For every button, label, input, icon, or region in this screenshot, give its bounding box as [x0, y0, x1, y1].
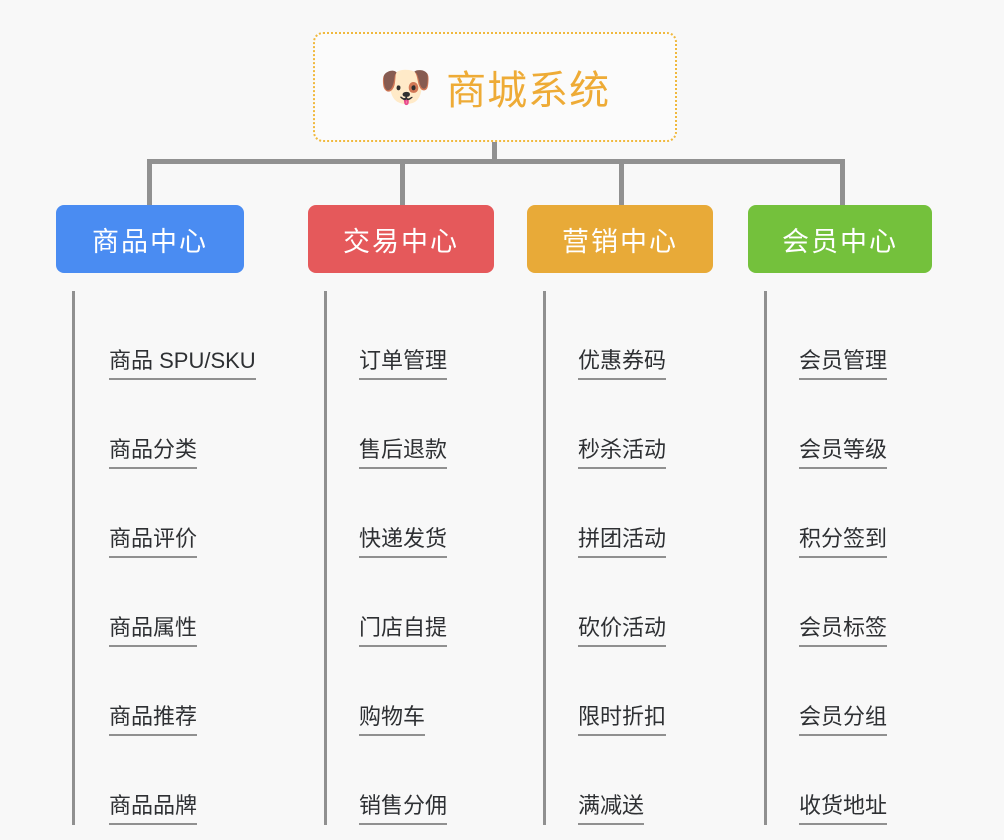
list-item[interactable]: 购物车 [327, 647, 528, 736]
connector-drop-member-center [840, 159, 845, 205]
category-label-member-center: 会员中心 [782, 226, 898, 257]
leaf-label: 商品评价 [109, 526, 198, 558]
branch-product-center: 商品中心 商品 SPU/SKU 商品分类 商品评价 商品属性 商品推荐 商品品牌 [56, 205, 276, 825]
leaf-label: 门店自提 [359, 615, 448, 647]
leaf-label: 商品推荐 [109, 704, 198, 736]
list-item[interactable]: 商品推荐 [75, 647, 276, 736]
leaf-label: 购物车 [359, 704, 426, 736]
list-item[interactable]: 会员等级 [767, 380, 968, 469]
leaf-label: 商品 SPU/SKU [109, 348, 256, 380]
list-item[interactable]: 门店自提 [327, 558, 528, 647]
list-item[interactable]: 秒杀活动 [546, 380, 747, 469]
list-item[interactable]: 商品分类 [75, 380, 276, 469]
leaf-label: 限时折扣 [578, 704, 667, 736]
leaf-label: 拼团活动 [578, 526, 667, 558]
list-item[interactable]: 会员标签 [767, 558, 968, 647]
list-item[interactable]: 限时折扣 [546, 647, 747, 736]
leaf-label: 砍价活动 [578, 615, 667, 647]
category-box-product-center[interactable]: 商品中心 [56, 205, 244, 273]
connector-drop-trade-center [400, 159, 405, 205]
leaf-label: 销售分佣 [359, 793, 448, 825]
connector-drop-product-center [147, 159, 152, 205]
list-item[interactable]: 商品品牌 [75, 736, 276, 825]
list-item[interactable]: 满减送 [546, 736, 747, 825]
branch-trade-center: 交易中心 订单管理 售后退款 快递发货 门店自提 购物车 销售分佣 [308, 205, 528, 825]
leaf-label: 商品品牌 [109, 793, 198, 825]
connector-horizontal-bus [147, 159, 845, 164]
list-item[interactable]: 收货地址 [767, 736, 968, 825]
dog-face-icon: 🐶 [379, 63, 433, 110]
leaf-label: 秒杀活动 [578, 437, 667, 469]
leaf-label: 积分签到 [799, 526, 888, 558]
list-item[interactable]: 快递发货 [327, 469, 528, 558]
list-item[interactable]: 拼团活动 [546, 469, 747, 558]
list-item[interactable]: 商品属性 [75, 558, 276, 647]
leaf-label: 会员标签 [799, 615, 888, 647]
list-item[interactable]: 砍价活动 [546, 558, 747, 647]
list-item[interactable]: 会员分组 [767, 647, 968, 736]
root-node-mall-system[interactable]: 🐶 商城系统 [313, 32, 677, 142]
leaf-label: 会员管理 [799, 348, 888, 380]
leaf-label: 快递发货 [359, 526, 448, 558]
list-item[interactable]: 积分签到 [767, 469, 968, 558]
branch-member-center: 会员中心 会员管理 会员等级 积分签到 会员标签 会员分组 收货地址 [748, 205, 968, 825]
leaf-label: 订单管理 [359, 348, 448, 380]
connector-root-stem [492, 142, 497, 164]
leaf-list-marketing-center: 优惠券码 秒杀活动 拼团活动 砍价活动 限时折扣 满减送 [543, 291, 747, 825]
category-box-trade-center[interactable]: 交易中心 [308, 205, 494, 273]
leaf-label: 售后退款 [359, 437, 448, 469]
category-box-member-center[interactable]: 会员中心 [748, 205, 932, 273]
list-item[interactable]: 销售分佣 [327, 736, 528, 825]
leaf-label: 满减送 [578, 793, 645, 825]
list-item[interactable]: 会员管理 [767, 291, 968, 380]
leaf-list-trade-center: 订单管理 售后退款 快递发货 门店自提 购物车 销售分佣 [324, 291, 528, 825]
leaf-label: 商品分类 [109, 437, 198, 469]
category-label-marketing-center: 营销中心 [562, 226, 678, 257]
connector-drop-marketing-center [619, 159, 624, 205]
leaf-label: 收货地址 [799, 793, 888, 825]
category-label-product-center: 商品中心 [92, 226, 208, 257]
root-node-title: 商城系统 [446, 69, 611, 113]
list-item[interactable]: 售后退款 [327, 380, 528, 469]
list-item[interactable]: 订单管理 [327, 291, 528, 380]
list-item[interactable]: 商品 SPU/SKU [75, 291, 276, 380]
list-item[interactable]: 优惠券码 [546, 291, 747, 380]
leaf-label: 会员等级 [799, 437, 888, 469]
branch-marketing-center: 营销中心 优惠券码 秒杀活动 拼团活动 砍价活动 限时折扣 满减送 [527, 205, 747, 825]
leaf-label: 会员分组 [799, 704, 888, 736]
leaf-label: 商品属性 [109, 615, 198, 647]
list-item[interactable]: 商品评价 [75, 469, 276, 558]
leaf-label: 优惠券码 [578, 348, 667, 380]
category-label-trade-center: 交易中心 [343, 226, 459, 257]
category-box-marketing-center[interactable]: 营销中心 [527, 205, 713, 273]
leaf-list-member-center: 会员管理 会员等级 积分签到 会员标签 会员分组 收货地址 [764, 291, 968, 825]
leaf-list-product-center: 商品 SPU/SKU 商品分类 商品评价 商品属性 商品推荐 商品品牌 [72, 291, 276, 825]
